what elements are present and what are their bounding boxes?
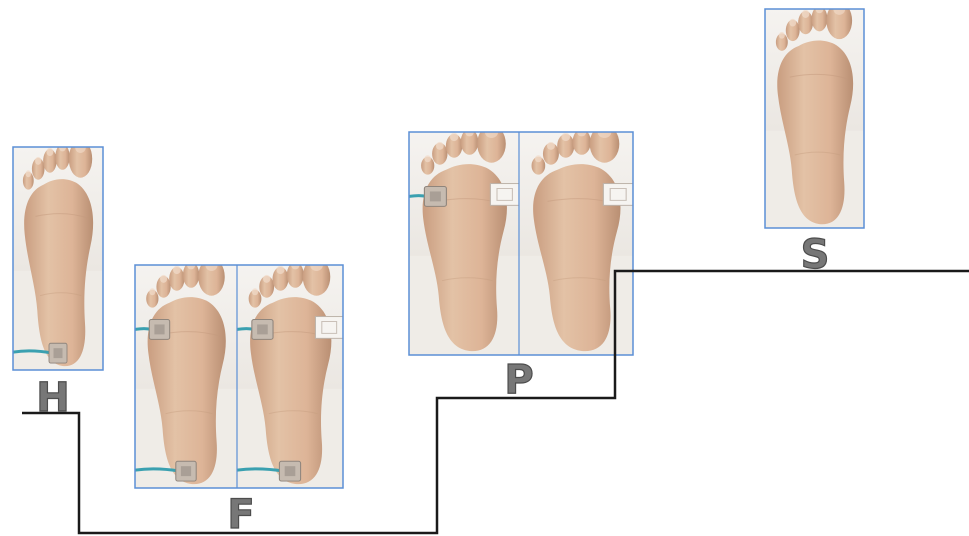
heel-strike-photo [13,140,103,370]
push-off-photo-left [409,125,519,355]
phase-label-s: S [801,232,830,278]
foot-flat-photo-right [237,258,343,488]
swing-photo [765,2,864,228]
phase-label-h: H [36,375,69,421]
phase-label-f: F [227,492,254,536]
phase-label-p: P [504,357,533,403]
foot-flat-photo-left [135,258,237,488]
